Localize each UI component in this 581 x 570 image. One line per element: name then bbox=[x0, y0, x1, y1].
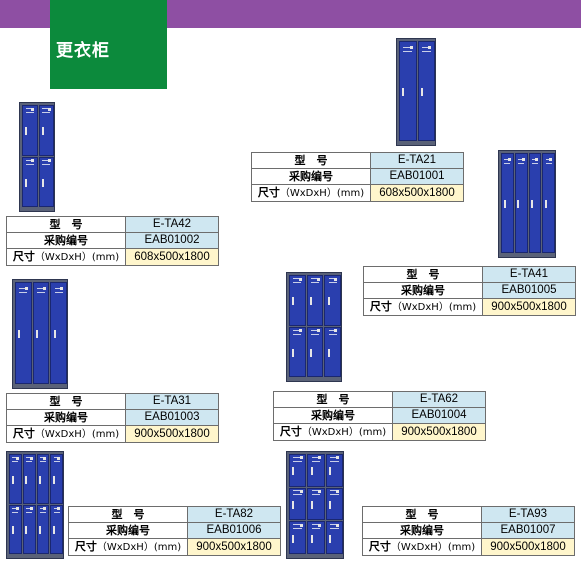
code-label: 采购编号 bbox=[6, 232, 126, 249]
locker-door bbox=[307, 521, 325, 554]
locker-image bbox=[19, 102, 55, 212]
locker-door bbox=[289, 275, 306, 326]
size-label: 尺寸（WxDxH）(mm) bbox=[273, 423, 393, 441]
locker-door bbox=[36, 454, 50, 504]
model-label: 型 号 bbox=[251, 152, 371, 169]
size-label: 尺寸（WxDxH）(mm) bbox=[6, 425, 126, 443]
size-value: 608x500x1800 bbox=[370, 184, 464, 202]
locker-door bbox=[50, 504, 63, 554]
model-value: E-TA41 bbox=[482, 266, 576, 283]
size-value: 900x500x1800 bbox=[481, 538, 575, 556]
locker-door bbox=[399, 41, 417, 141]
code-value: EAB01001 bbox=[370, 168, 464, 185]
locker-image bbox=[12, 279, 68, 389]
locker-door bbox=[36, 504, 50, 554]
locker-door bbox=[32, 282, 50, 384]
locker-door bbox=[501, 153, 514, 253]
code-label: 采购编号 bbox=[68, 522, 188, 539]
size-label: 尺寸（WxDxH）(mm) bbox=[251, 184, 371, 202]
title-box: 更衣柜 bbox=[50, 0, 167, 89]
model-label: 型 号 bbox=[6, 393, 126, 410]
code-value: EAB01006 bbox=[187, 522, 281, 539]
locker-door bbox=[15, 282, 32, 384]
locker-door bbox=[38, 105, 54, 156]
locker-door bbox=[22, 504, 36, 554]
size-value: 900x500x1800 bbox=[125, 425, 219, 443]
code-value: EAB01005 bbox=[482, 282, 576, 299]
model-value: E-TA82 bbox=[187, 506, 281, 523]
size-label: 尺寸（WxDxH）(mm) bbox=[362, 538, 482, 556]
locker-image bbox=[286, 451, 344, 559]
model-value: E-TA62 bbox=[392, 391, 486, 408]
code-label: 采购编号 bbox=[251, 168, 371, 185]
locker-door bbox=[22, 156, 38, 207]
locker-image bbox=[286, 272, 342, 382]
locker-door bbox=[289, 326, 306, 377]
size-label: 尺寸（WxDxH）(mm) bbox=[68, 538, 188, 556]
size-label: 尺寸（WxDxH）(mm) bbox=[6, 248, 126, 266]
locker-door bbox=[289, 521, 307, 554]
model-value: E-TA42 bbox=[125, 216, 219, 233]
code-label: 采购编号 bbox=[6, 409, 126, 426]
model-value: E-TA93 bbox=[481, 506, 575, 523]
locker-door bbox=[542, 153, 555, 253]
size-label: 尺寸（WxDxH）(mm) bbox=[363, 298, 483, 316]
locker-door bbox=[325, 454, 343, 487]
locker-door bbox=[22, 454, 36, 504]
locker-door bbox=[514, 153, 528, 253]
locker-door bbox=[9, 504, 22, 554]
locker-image bbox=[396, 38, 436, 146]
locker-door bbox=[9, 454, 22, 504]
code-value: EAB01002 bbox=[125, 232, 219, 249]
locker-door bbox=[417, 41, 435, 141]
locker-door bbox=[289, 487, 307, 521]
locker-door bbox=[528, 153, 542, 253]
locker-door bbox=[50, 282, 67, 384]
size-value: 608x500x1800 bbox=[125, 248, 219, 266]
locker-door bbox=[306, 275, 324, 326]
model-label: 型 号 bbox=[68, 506, 188, 523]
code-value: EAB01007 bbox=[481, 522, 575, 539]
model-value: E-TA31 bbox=[125, 393, 219, 410]
model-label: 型 号 bbox=[273, 391, 393, 408]
code-label: 采购编号 bbox=[362, 522, 482, 539]
code-value: EAB01003 bbox=[125, 409, 219, 426]
locker-door bbox=[306, 326, 324, 377]
locker-door bbox=[324, 326, 341, 377]
size-value: 900x500x1800 bbox=[187, 538, 281, 556]
size-value: 900x500x1800 bbox=[392, 423, 486, 441]
model-label: 型 号 bbox=[362, 506, 482, 523]
code-value: EAB01004 bbox=[392, 407, 486, 424]
model-label: 型 号 bbox=[363, 266, 483, 283]
locker-door bbox=[22, 105, 38, 156]
model-value: E-TA21 bbox=[370, 152, 464, 169]
locker-door bbox=[289, 454, 307, 487]
code-label: 采购编号 bbox=[363, 282, 483, 299]
locker-door bbox=[307, 487, 325, 521]
locker-door bbox=[324, 275, 341, 326]
locker-door bbox=[307, 454, 325, 487]
locker-image bbox=[498, 150, 556, 258]
locker-door bbox=[38, 156, 54, 207]
locker-image bbox=[6, 451, 64, 559]
model-label: 型 号 bbox=[6, 216, 126, 233]
locker-door bbox=[50, 454, 63, 504]
size-value: 900x500x1800 bbox=[482, 298, 576, 316]
page-title: 更衣柜 bbox=[56, 41, 110, 61]
locker-door bbox=[325, 521, 343, 554]
code-label: 采购编号 bbox=[273, 407, 393, 424]
locker-door bbox=[325, 487, 343, 521]
